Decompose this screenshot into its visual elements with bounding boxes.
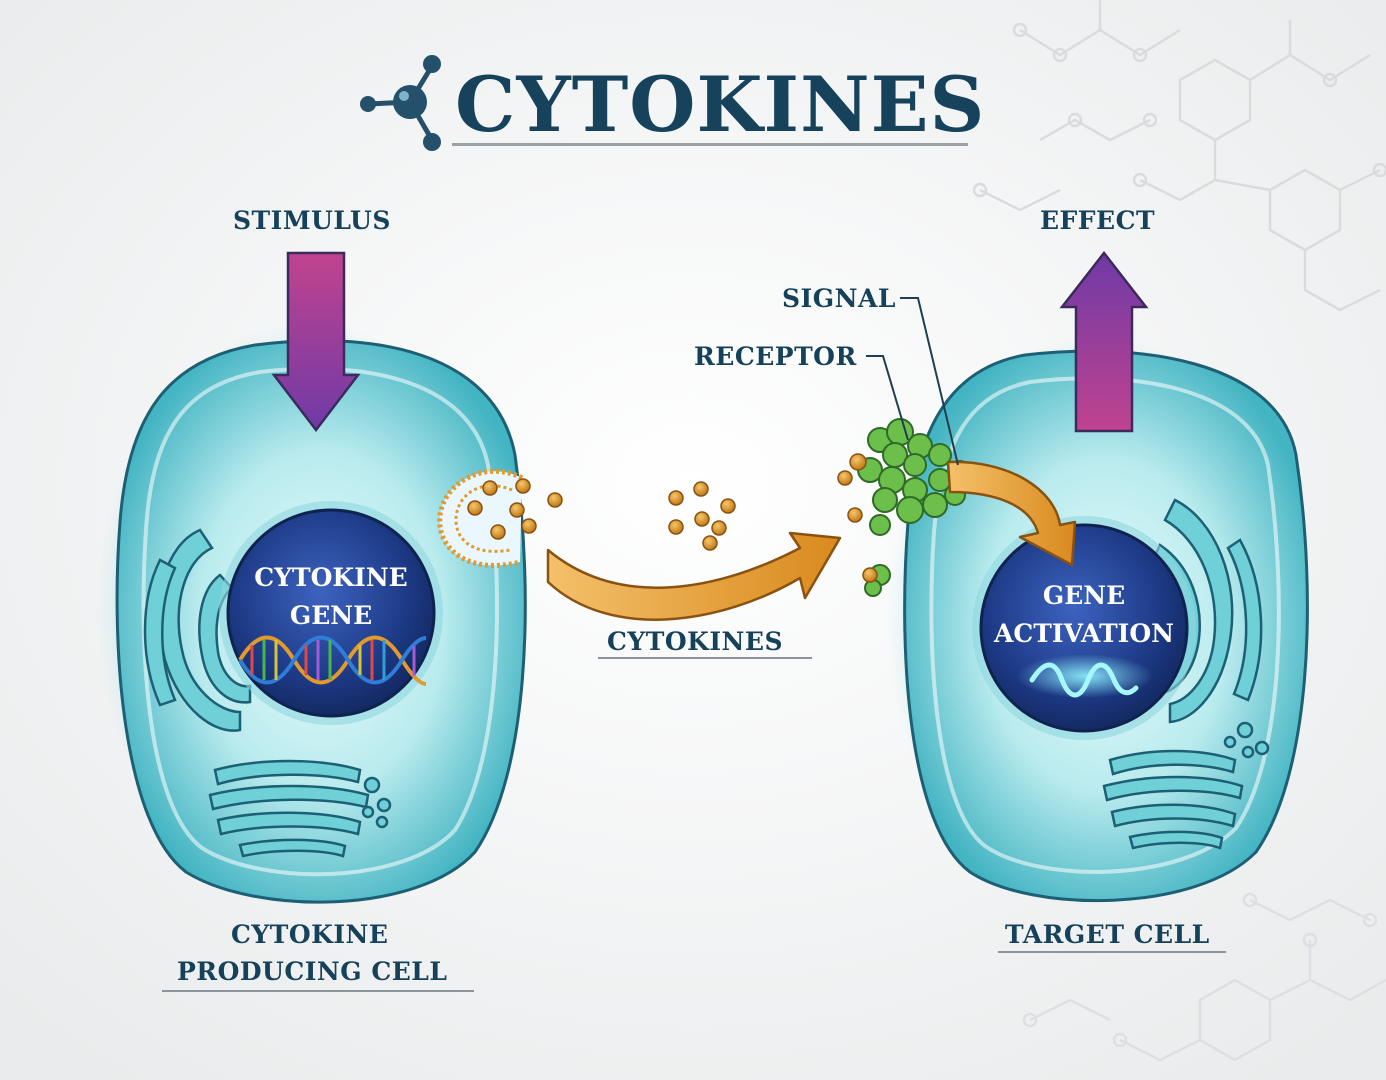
producing-cell-label-line1: CYTOKINE [231,920,389,949]
signal-label: SIGNAL [782,284,896,313]
target-nucleus-line2: ACTIVATION [993,619,1174,648]
cytokines-label: CYTOKINES [607,627,784,656]
dna-helix-icon [238,635,427,686]
target-nucleus-text: GENE ACTIVATION [974,577,1194,653]
target-cell-label-underline [998,951,1226,953]
endoplasmic-reticulum-left [143,528,252,732]
target-nucleus-line1: GENE [1042,581,1126,610]
golgi-apparatus-right [1102,721,1270,850]
producing-cell-label-line2: PRODUCING CELL [177,957,448,986]
signal-wave-icon [1017,654,1153,698]
page-title: CYTOKINES [455,60,986,149]
cytokine-release-arrow [546,531,842,621]
producer-nucleus-line2: GENE [289,601,373,630]
secretory-vesicle [437,468,563,568]
producing-cell-label-underline [162,990,474,992]
signal-arrow [946,460,1077,567]
golgi-apparatus-left [208,759,392,858]
stimulus-label: STIMULUS [233,206,391,235]
bound-cytokines [837,453,878,583]
free-cytokines [668,481,736,551]
molecule-background-pattern [972,0,1386,312]
title-underline [452,143,968,146]
molecule-icon [360,55,441,151]
effect-arrow [1059,250,1149,433]
stimulus-arrow [271,251,361,433]
receptor-label: RECEPTOR [694,342,857,371]
cytokines-label-underline [598,657,812,659]
target-cell-label: TARGET CELL [1005,920,1210,949]
producer-nucleus-text: CYTOKINE GENE [231,559,431,635]
producer-nucleus-line1: CYTOKINE [254,563,408,592]
effect-label: EFFECT [1040,206,1156,235]
label-leader-lines [866,297,959,466]
molecule-background-pattern-bottom [1022,892,1386,1062]
